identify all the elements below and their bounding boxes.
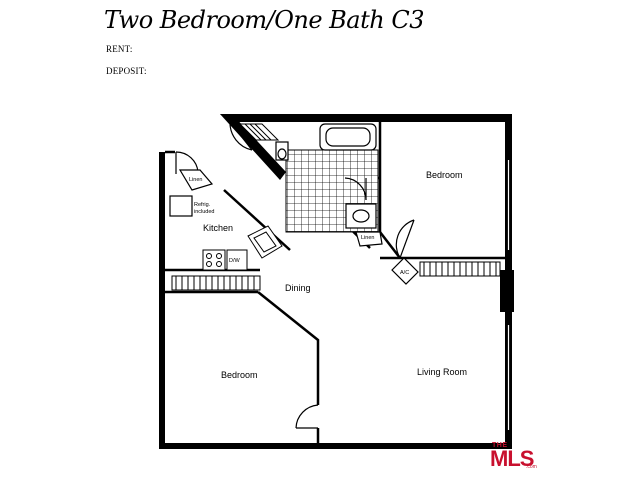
kitchen-appliances xyxy=(202,225,283,271)
mls-logo: THE MLS .com xyxy=(490,442,538,474)
logo-mls: MLS xyxy=(490,446,534,471)
refrig-label-line2: included xyxy=(194,209,215,215)
logo-the: THE xyxy=(492,442,508,449)
logo-com: .com xyxy=(526,464,537,470)
linen-closets xyxy=(178,169,383,247)
dishwasher-label: D/W xyxy=(229,258,241,264)
dining-label: Dining xyxy=(285,283,311,293)
bathroom-fixtures xyxy=(275,123,377,229)
plan-title: Two Bedroom/One Bath C3 xyxy=(104,6,424,34)
deposit-label: DEPOSIT: xyxy=(106,66,147,76)
kitchen-label: Kitchen xyxy=(203,223,233,233)
linen-right-label: Linen xyxy=(361,235,374,241)
doors xyxy=(175,121,415,429)
refrigerator xyxy=(169,195,193,217)
bedroom-top-label: Bedroom xyxy=(426,170,463,180)
ac-unit xyxy=(391,257,419,285)
deposit-field: DEPOSIT: xyxy=(106,66,151,76)
refrig-label-line1: Refrig. xyxy=(194,202,211,208)
rent-label: RENT: xyxy=(106,44,133,54)
living-room-label: Living Room xyxy=(417,367,467,377)
bedroom-bottom-label: Bedroom xyxy=(221,370,258,380)
rent-field: RENT: xyxy=(106,44,137,54)
ac-label: A/C xyxy=(400,270,409,276)
closet-shelving xyxy=(171,123,501,291)
linen-left-label: Linen xyxy=(189,177,202,183)
